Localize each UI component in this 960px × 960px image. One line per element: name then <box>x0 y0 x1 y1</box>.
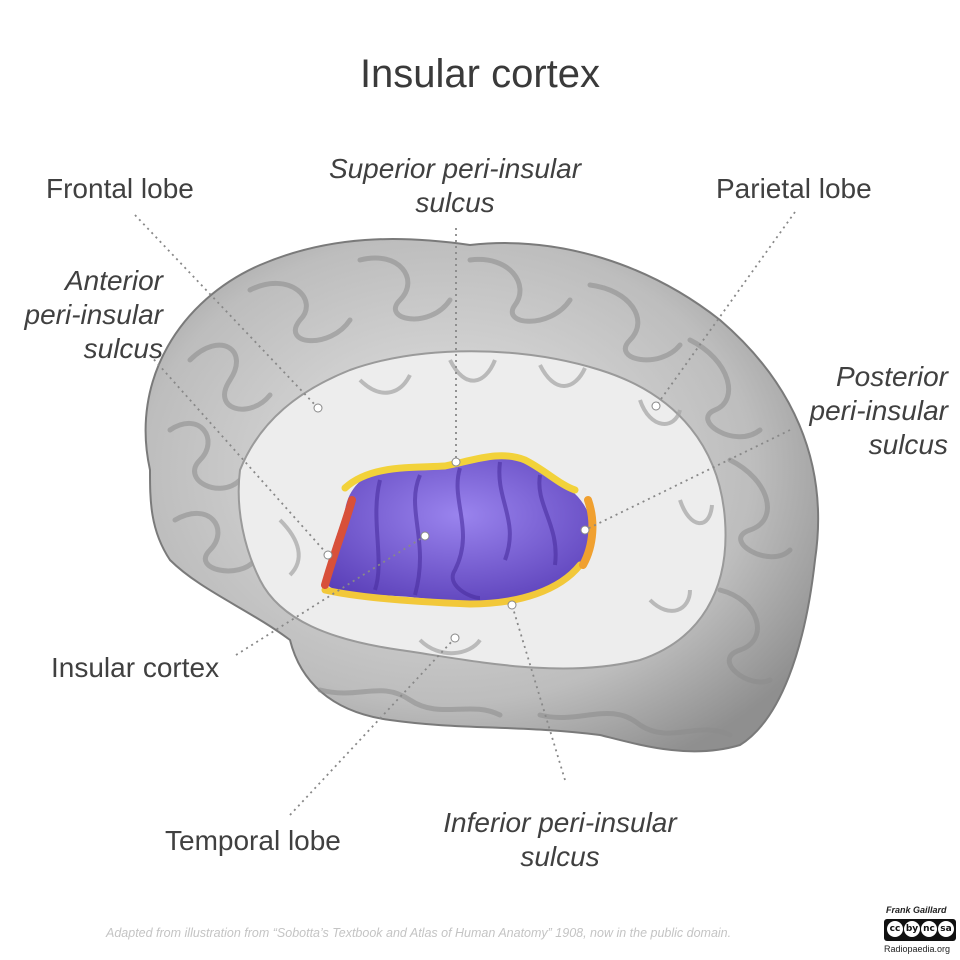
label-line: sulcus <box>868 429 948 460</box>
label-line: Anterior <box>64 265 163 296</box>
diagram-title: Insular cortex <box>359 52 601 96</box>
label-anterior-peri-insular-sulcus: Anterior peri-insular sulcus <box>0 264 164 366</box>
posterior-sulcus-outline <box>579 496 597 569</box>
gyri-pattern <box>167 255 793 738</box>
author-signature: Frank Gaillard <box>886 905 947 915</box>
superior-sulcus-outline <box>341 452 579 494</box>
label-line: sulcus <box>520 841 600 872</box>
label-line: sulcus <box>83 333 163 364</box>
label-line: Posterior <box>835 361 948 392</box>
leader-lines <box>134 211 796 816</box>
label-line: sulcus <box>415 187 495 218</box>
label-posterior-peri-insular-sulcus: Posterior peri-insular sulcus <box>760 360 949 462</box>
label-superior-peri-insular-sulcus: Superior peri-insular sulcus <box>300 152 610 220</box>
label-line: peri-insular <box>24 299 164 330</box>
label-parietal-lobe: Parietal lobe <box>716 173 872 204</box>
insular-cortex-region <box>327 457 593 602</box>
section-folds <box>278 359 714 656</box>
by-icon: by <box>904 921 920 937</box>
leader-dots <box>313 401 661 643</box>
label-insular-cortex: Insular cortex <box>51 652 220 683</box>
label-line: Superior peri-insular <box>328 153 582 184</box>
insular-gyri <box>373 461 558 600</box>
label-inferior-peri-insular-sulcus: Inferior peri-insular sulcus <box>420 806 700 874</box>
label-line: Inferior peri-insular <box>443 807 677 838</box>
inferior-sulcus-outline <box>321 561 584 608</box>
sa-icon: sa <box>938 921 954 937</box>
nc-icon: nc <box>921 921 937 937</box>
label-frontal-lobe: Frontal lobe <box>46 173 194 204</box>
label-temporal-lobe: Temporal lobe <box>165 825 341 856</box>
cc-icon: cc <box>887 921 903 937</box>
anterior-sulcus-outline <box>321 496 356 589</box>
site-credit: Radiopaedia.org <box>884 944 951 954</box>
attribution-footer: Adapted from illustration from “Sobotta’… <box>106 926 732 940</box>
cc-license-badge: cc by nc sa <box>884 919 956 941</box>
label-line: peri-insular <box>809 395 949 426</box>
